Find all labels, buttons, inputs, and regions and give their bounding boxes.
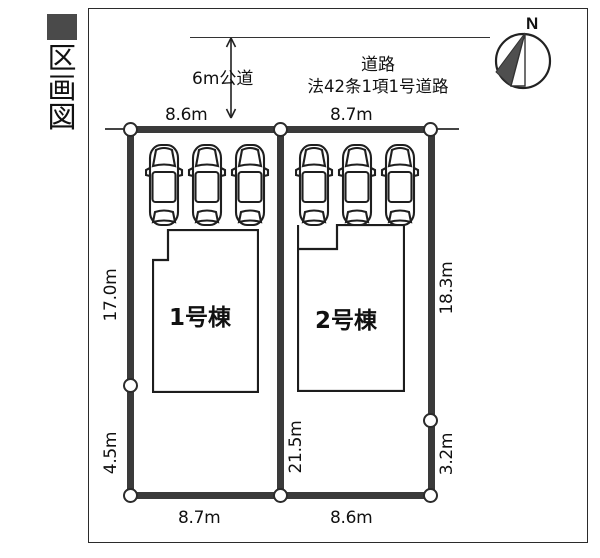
title-block: 区 画 図	[40, 14, 84, 133]
road-name-line2: 法42条1項1号道路	[307, 77, 449, 97]
road-name-label: 道路 法42条1項1号道路	[278, 54, 478, 98]
car-icon	[230, 143, 270, 227]
node-top-right	[423, 122, 438, 137]
car-icon	[187, 143, 227, 227]
node-bottom-left	[123, 488, 138, 503]
plot-boundary: 1号棟 2号棟	[105, 122, 459, 503]
dim-bottom-right: 8.6m	[330, 508, 373, 528]
boundary-edge-right	[428, 126, 435, 499]
parking-group-building-1	[145, 143, 270, 227]
compass-rose: N	[492, 14, 556, 92]
road-name-line1: 道路	[361, 55, 395, 75]
parking-group-building-2	[295, 143, 420, 227]
node-left-mid	[123, 378, 138, 393]
title-marker-square	[47, 14, 77, 40]
document-frame	[88, 8, 588, 543]
page-title-char-1: 区	[47, 41, 77, 75]
boundary-edge-left	[127, 126, 134, 499]
road-width-label: 6m公道	[192, 69, 254, 89]
page-title: 区 画 図	[40, 41, 84, 135]
dim-left-lower: 4.5m	[101, 431, 121, 475]
building-1-label: 1号棟	[169, 305, 232, 331]
dim-top-right: 8.7m	[330, 105, 373, 125]
dim-bottom-left: 8.7m	[178, 508, 221, 528]
boundary-edge-center-divider	[277, 126, 284, 499]
dim-right-lower: 3.2m	[437, 432, 457, 476]
road-centerline	[190, 37, 490, 38]
car-icon	[145, 143, 184, 227]
dim-top-left: 8.6m	[165, 105, 208, 125]
page-title-char-2: 画	[47, 70, 77, 105]
node-top-center	[273, 122, 288, 137]
node-bottom-right	[423, 488, 438, 503]
road-width-arrow	[222, 37, 240, 119]
building-2-label: 2号棟	[315, 308, 378, 334]
building-1-footprint	[152, 229, 259, 393]
car-icon	[380, 143, 420, 227]
tick-top-left	[105, 128, 127, 130]
node-top-left	[123, 122, 138, 137]
tick-top-right	[435, 128, 459, 130]
car-icon	[295, 143, 334, 227]
dim-left-upper: 17.0m	[101, 268, 121, 322]
page-title-char-3: 図	[47, 100, 77, 135]
dim-right-upper: 18.3m	[437, 261, 457, 315]
car-icon	[337, 143, 377, 227]
building-2-footprint	[297, 224, 405, 392]
node-right-mid	[423, 413, 438, 428]
compass-rose-icon	[494, 32, 552, 90]
compass-north-label: N	[526, 14, 539, 33]
node-bottom-center	[273, 488, 288, 503]
